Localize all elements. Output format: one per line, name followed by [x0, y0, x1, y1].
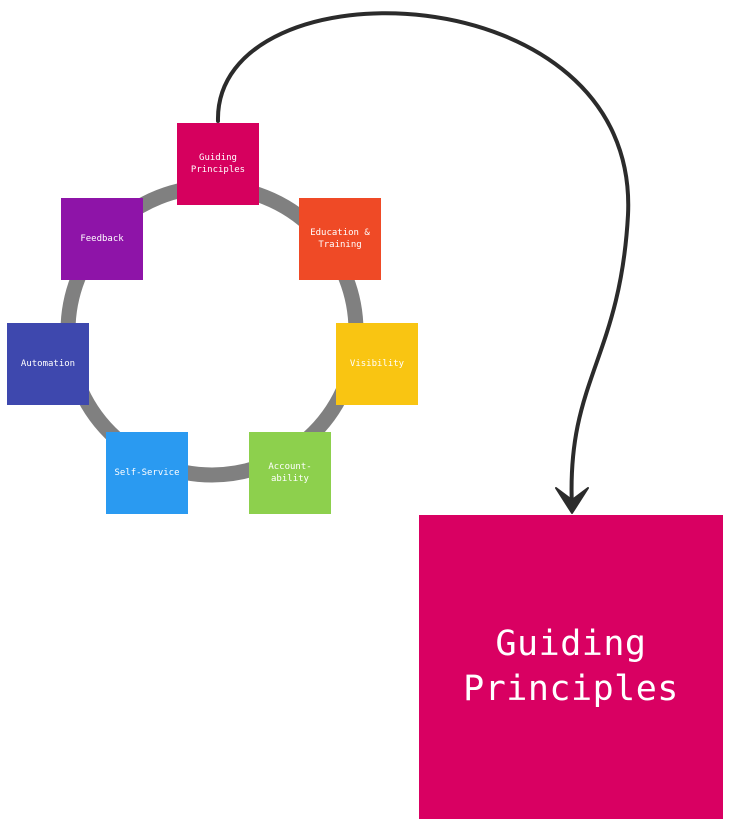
node-education-training-label: Education & Training [310, 228, 370, 250]
curved-arrow-connector [215, 11, 631, 510]
node-automation-label: Automation [20, 359, 76, 369]
node-accountability[interactable]: Account- ability [249, 432, 331, 514]
node-feedback[interactable]: Feedback [61, 198, 143, 280]
node-feedback-label: Feedback [80, 234, 124, 244]
focus-node-guiding-principles[interactable]: Guiding Principles [419, 515, 723, 819]
node-accountability-label: Account- ability [268, 462, 312, 484]
node-guiding-principles-label: Guiding Principles [190, 153, 246, 175]
node-visibility[interactable]: Visibility [336, 323, 418, 405]
node-guiding-principles[interactable]: Guiding Principles [177, 123, 259, 205]
arrowhead-icon [555, 487, 589, 514]
node-visibility-label: Visibility [349, 359, 405, 369]
node-self-service-label: Self-Service [114, 468, 180, 478]
node-education-training[interactable]: Education & Training [299, 198, 381, 280]
node-automation[interactable]: Automation [7, 323, 89, 405]
focus-node-label: Guiding Principles [463, 624, 679, 709]
node-self-service[interactable]: Self-Service [106, 432, 188, 514]
